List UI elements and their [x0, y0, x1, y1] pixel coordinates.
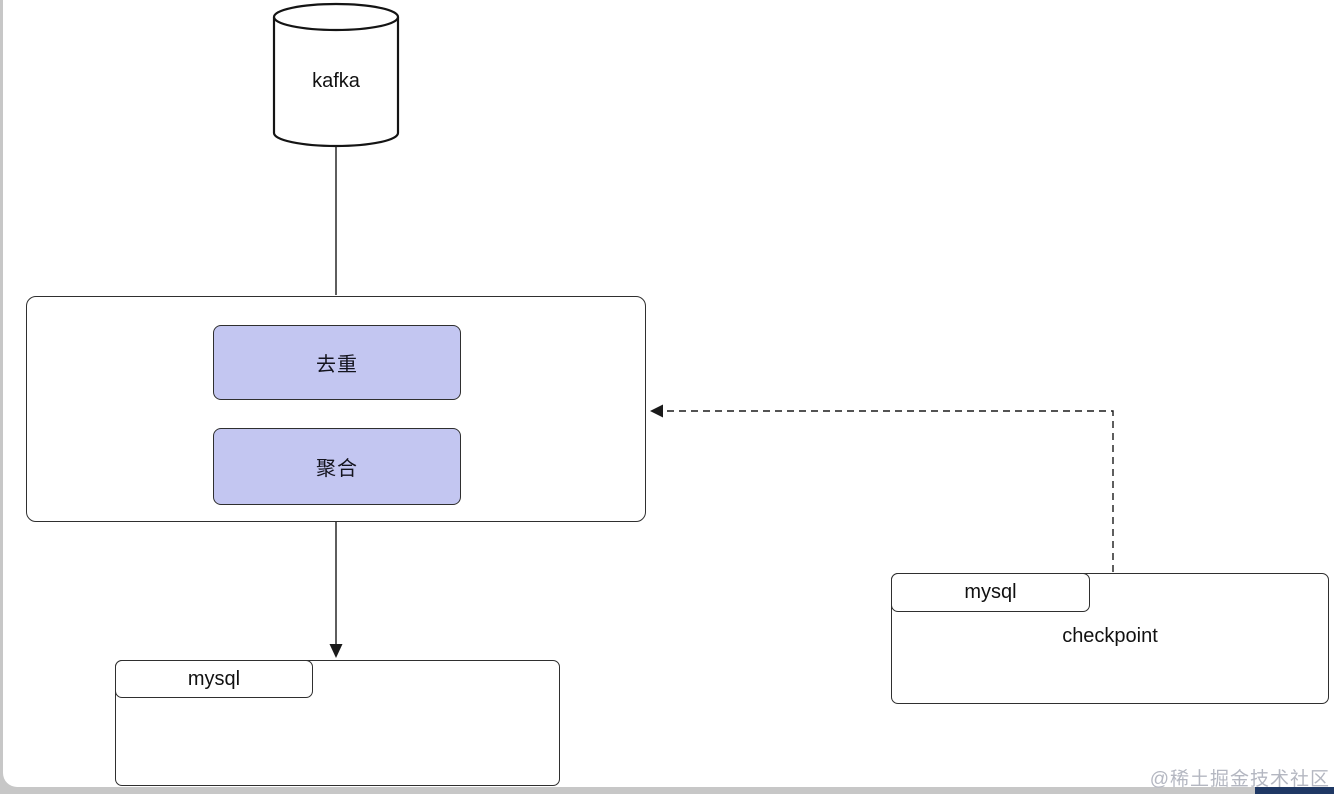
- checkpoint-tab: mysql: [891, 573, 1090, 612]
- juejin-watermark: @稀土掘金技术社区: [1149, 769, 1330, 790]
- checkpoint-tab-label: mysql: [964, 581, 1017, 603]
- pipeline-step-aggregate: 聚合: [213, 428, 461, 505]
- edge-checkpoint-to-pipeline: [650, 404, 1114, 572]
- kafka-node-label: kafka: [312, 70, 360, 92]
- edge-pipeline-to-mysql: [329, 522, 343, 658]
- mysql-sink-tab: mysql: [115, 660, 313, 698]
- mysql-sink-tab-label: mysql: [187, 667, 241, 690]
- pipeline-step-aggregate-label: 聚合: [316, 458, 358, 480]
- arrowhead-down-icon: [329, 644, 343, 658]
- pipeline-step-dedupe: 去重: [213, 325, 461, 400]
- bottom-bar-accent: [1255, 787, 1334, 794]
- checkpoint-node-label: checkpoint: [1062, 625, 1158, 647]
- diagram-page: kafka 去重 聚合 mysql mysql checkpoint @稀土掘金…: [3, 0, 1334, 790]
- pipeline-step-dedupe-label: 去重: [316, 354, 358, 376]
- arrowhead-left-icon: [650, 404, 663, 418]
